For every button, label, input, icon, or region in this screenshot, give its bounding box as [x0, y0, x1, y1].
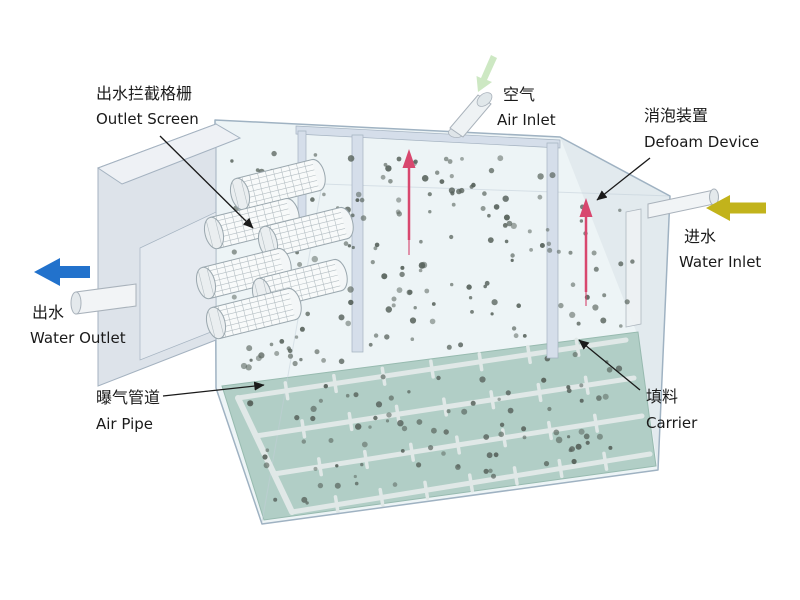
water-inlet-assembly	[647, 188, 766, 221]
frame	[295, 125, 561, 359]
defoam-arrowhead-2	[579, 198, 593, 217]
label-water-inlet-en: Water Inlet	[679, 253, 761, 271]
tank-front-rim-edge	[321, 183, 671, 197]
defoam-leader-line	[596, 157, 651, 201]
label-air-pipe-en: Air Pipe	[96, 415, 153, 433]
label-air-pipe-zh: 曝气管道	[96, 388, 160, 407]
label-air-inlet-zh: 空气	[503, 85, 535, 104]
label-carrier-zh: 填料	[646, 387, 678, 406]
label-outlet-screen-en: Outlet Screen	[96, 110, 199, 128]
label-water-inlet-zh: 进水	[684, 227, 716, 246]
outlet-chamber	[34, 123, 242, 387]
label-defoam-device-en: Defoam Device	[644, 133, 759, 151]
air-pipe-leader-line	[162, 381, 265, 397]
annotations: 出水拦截格栅 Outlet Screen 空气 Air Inlet 消泡装置 D…	[30, 84, 761, 433]
air-inlet-pipe-cap	[476, 92, 493, 107]
water-outlet-arrow-icon	[34, 258, 90, 286]
label-outlet-screen-zh: 出水拦截格栅	[96, 84, 192, 103]
water-outlet-pipe-cap	[70, 291, 82, 315]
tank-outline	[214, 119, 671, 525]
label-carrier-en: Carrier	[646, 414, 698, 432]
carrier-leader-line	[578, 339, 641, 391]
label-water-outlet-zh: 出水	[32, 303, 64, 322]
defoam-arrowhead-1	[402, 149, 416, 168]
tank-right-wall	[560, 137, 670, 468]
air-inlet-arrow-icon	[476, 55, 497, 92]
label-water-outlet-en: Water Outlet	[30, 329, 126, 347]
frame-post-middle	[351, 134, 364, 353]
air-pipe-grid	[235, 337, 653, 515]
air-inlet-assembly	[448, 55, 497, 138]
outlet-chamber-top-face	[96, 123, 242, 185]
water-inlet-downpipe	[625, 208, 642, 328]
water-inlet-arrow-icon	[706, 195, 766, 221]
label-defoam-device-zh: 消泡装置	[644, 106, 708, 125]
carrier-dots-floor	[247, 351, 623, 505]
outlet-screen-leader-line	[159, 135, 254, 229]
frame-top-beam	[295, 125, 561, 149]
label-air-inlet-en: Air Inlet	[497, 111, 556, 129]
defoam-device-arrows	[402, 149, 593, 306]
frame-post-right	[546, 142, 559, 359]
